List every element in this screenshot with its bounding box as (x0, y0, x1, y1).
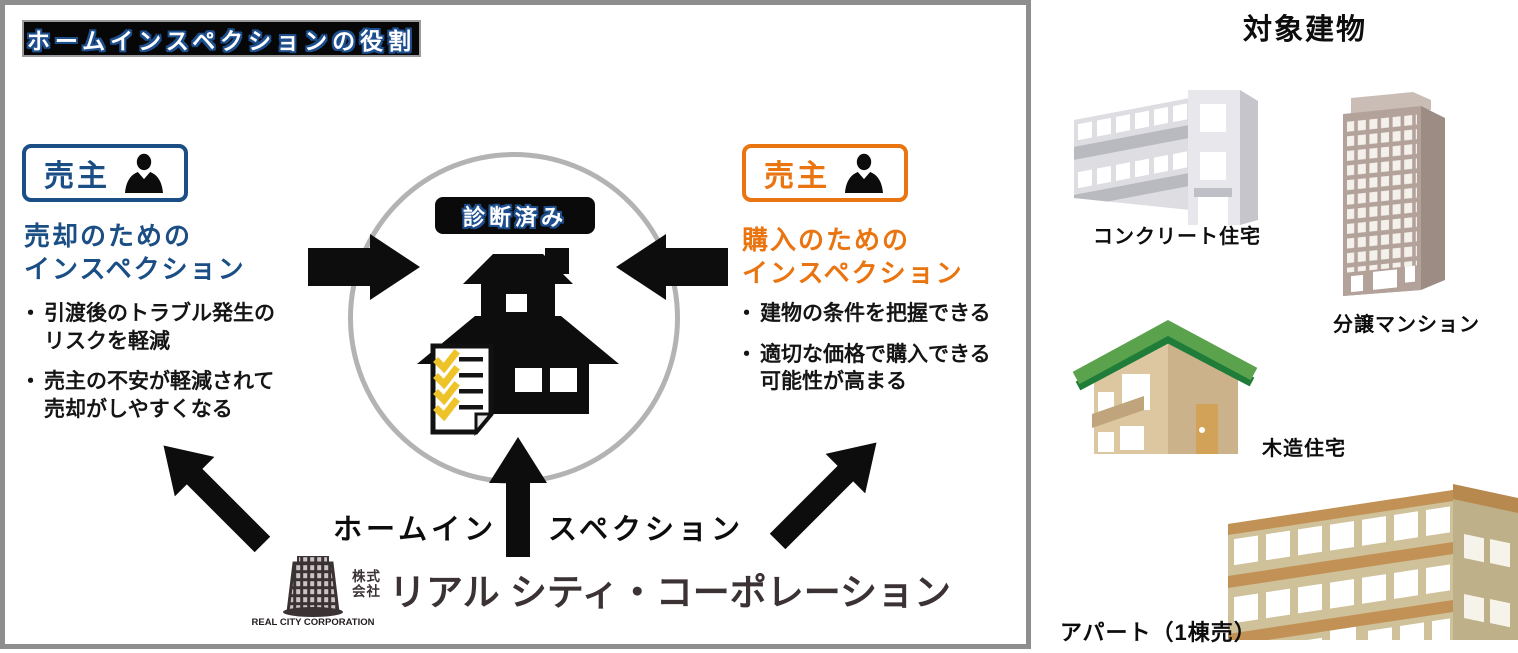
seller-bullet-1: ・ 引渡後のトラブル発生の リスクを軽減 (20, 300, 275, 355)
buyer-label: 売主 (764, 160, 830, 193)
seller-heading-line1: 売却のための (24, 221, 193, 251)
building-label: コンクリート住宅 (1093, 226, 1261, 248)
businessman-icon (125, 153, 163, 193)
bullet-line: 建物の条件を把握できる (760, 302, 991, 325)
condo-building-illustration (1343, 92, 1445, 296)
seller-label: 売主 (44, 160, 110, 193)
buyer-badge: 売主 (742, 144, 908, 202)
seller-bullet-2: ・ 売主の不安が軽減されて 売却がしやすくなる (20, 368, 275, 423)
buyer-bullet-list: ・ 建物の条件を把握できる ・ 適切な価格で購入できる 可能性が高まる (736, 300, 991, 409)
building-label: 分譲マンション (1333, 314, 1480, 336)
arrow-left-icon (616, 234, 728, 300)
buyer-bullet-2: ・ 適切な価格で購入できる 可能性が高まる (736, 341, 991, 396)
seller-heading: 売却のための インスペクション (24, 220, 246, 287)
buyer-heading-line1: 購入のための (742, 225, 911, 255)
company-prefix-line1: 株式 (352, 569, 381, 584)
businessman-icon (845, 153, 883, 193)
building-label: 木造住宅 (1262, 438, 1346, 460)
bullet-line: 可能性が高まる (760, 370, 907, 394)
building-label: アパート（1棟売） (1060, 620, 1257, 645)
bullet-line: 売却がしやすくなる (44, 398, 233, 422)
bullet-dot: ・ (736, 342, 757, 366)
home-inspection-caption-left: ホームイン (333, 514, 498, 546)
seller-badge: 売主 (22, 144, 188, 202)
bullet-line: リスクを軽減 (44, 329, 170, 353)
bullet-dot: ・ (736, 302, 757, 325)
company-name: リアル シティ・コーポレーション (389, 572, 951, 613)
bullet-dot: ・ (20, 370, 41, 394)
apartment-building-illustration (1228, 484, 1518, 640)
bullet-line: 適切な価格で購入できる (760, 342, 991, 366)
arrow-up-left-icon (163, 445, 271, 553)
target-buildings-title: 対象建物 (1242, 14, 1367, 46)
arrow-up-icon (489, 437, 547, 557)
inspected-badge: 診断済み (435, 197, 595, 234)
checklist-icon (430, 343, 495, 437)
panel-title: ホームインスペクションの役割 (26, 27, 417, 54)
logo-caption: REAL CITY CORPORATION (251, 617, 375, 628)
buyer-heading: 購入のための インスペクション (742, 224, 964, 291)
home-inspection-caption-right: スペクション (548, 514, 744, 546)
company-prefix-line2: 会社 (352, 583, 381, 599)
buyer-heading-line2: インスペクション (742, 258, 964, 289)
arrow-up-right-icon (769, 442, 877, 550)
bullet-line: 引渡後のトラブル発生の (44, 302, 275, 325)
buyer-bullet-1: ・ 建物の条件を把握できる (736, 300, 991, 328)
bullet-line: 売主の不安が軽減されて (44, 370, 275, 394)
real-city-building-logo-icon (283, 556, 343, 617)
arrow-right-icon (308, 234, 420, 300)
seller-heading-line2: インスペクション (24, 254, 246, 285)
bullet-dot: ・ (20, 302, 41, 325)
panel-title-badge: ホームインスペクションの役割 (22, 20, 421, 57)
seller-bullet-list: ・ 引渡後のトラブル発生の リスクを軽減 ・ 売主の不安が軽減されて 売却がしや… (20, 300, 275, 437)
wooden-house-illustration (1072, 320, 1258, 454)
inspected-badge-label: 診断済み (462, 204, 567, 230)
company-prefix: 株式 会社 (352, 569, 381, 600)
concrete-building-illustration (1074, 90, 1258, 225)
house-silhouette-icon (417, 248, 619, 414)
